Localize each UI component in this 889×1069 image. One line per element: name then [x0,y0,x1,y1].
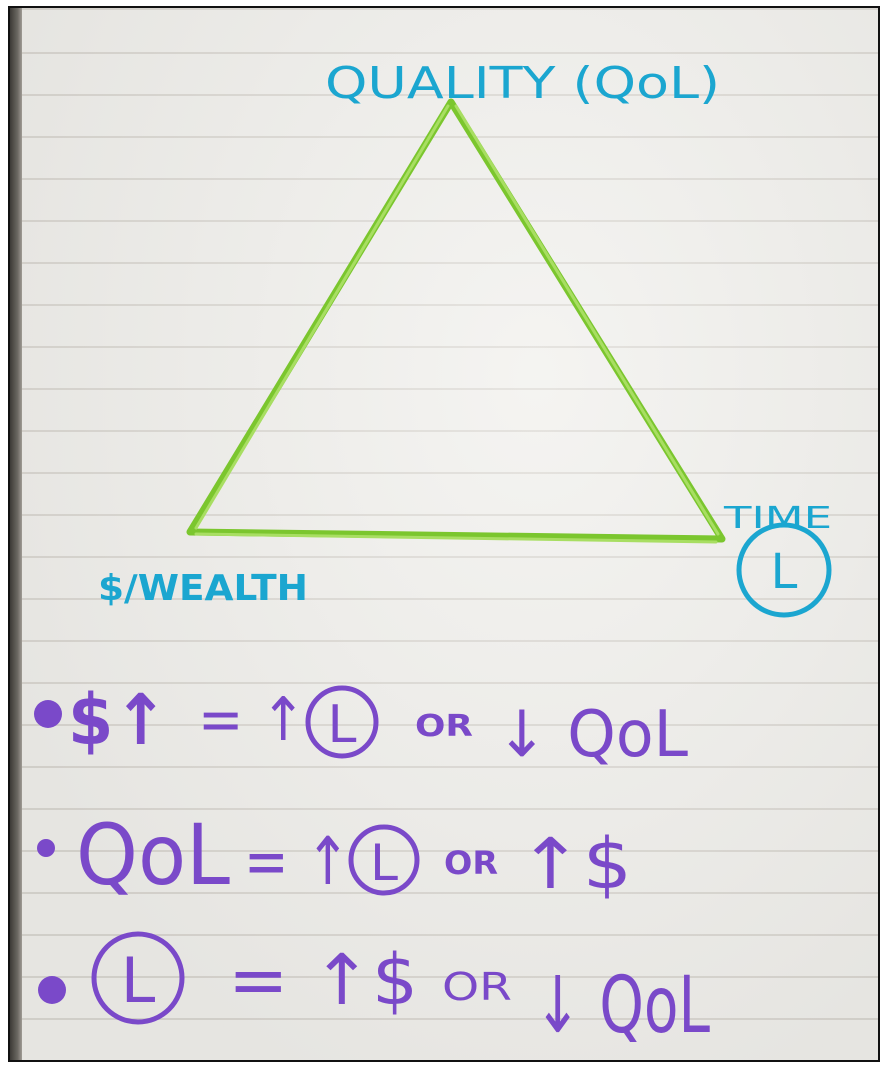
note-2-clock-letter: L [370,834,398,892]
clock-letter: L [771,544,798,600]
note-1-lhs: $↑ [68,679,168,761]
paper-edge [10,8,24,1060]
note-1-mid: = ↑ [198,685,306,755]
quality-label: QUALITY (QoL) [325,58,720,109]
photo-frame: QUALITY (QoL) $/WEALTH TIME L $↑ = ↑ L O… [8,6,880,1062]
bullet-dot-icon [34,700,62,728]
note-3: L = ↑$ OR ↓ QoL [38,931,710,1051]
note-2-or: OR [444,844,498,882]
bullet-dot-icon [37,839,55,857]
note-3-mid: = ↑$ [228,939,418,1021]
note-2-lhs: QoL [76,806,230,904]
note-1-rhs: ↓ QoL [496,698,688,772]
clock-icon: L [91,931,185,1025]
note-2: QoL = ↑ L OR ↑$ [37,806,632,905]
drawing-layer: QUALITY (QoL) $/WEALTH TIME L $↑ = ↑ L O… [34,58,832,1051]
note-3-rhs: ↓ QoL [534,961,710,1051]
time-label: TIME [723,501,832,536]
bullet-dot-icon [38,976,66,1004]
note-3-clock-letter: L [121,944,156,1017]
green-triangle [186,98,726,544]
note-1: $↑ = ↑ L OR ↓ QoL [34,679,688,772]
note-2-mid: = ↑ [244,823,350,900]
clock-icon: L [305,685,379,759]
note-1-or: OR [415,709,473,744]
note-1-clock-letter: L [328,695,357,755]
wealth-label: $/WEALTH [98,568,308,609]
clock-icon: L [736,522,832,618]
note-3-or: OR [442,965,512,1009]
clock-icon: L [348,824,420,896]
note-2-rhs: ↑$ [518,823,632,905]
